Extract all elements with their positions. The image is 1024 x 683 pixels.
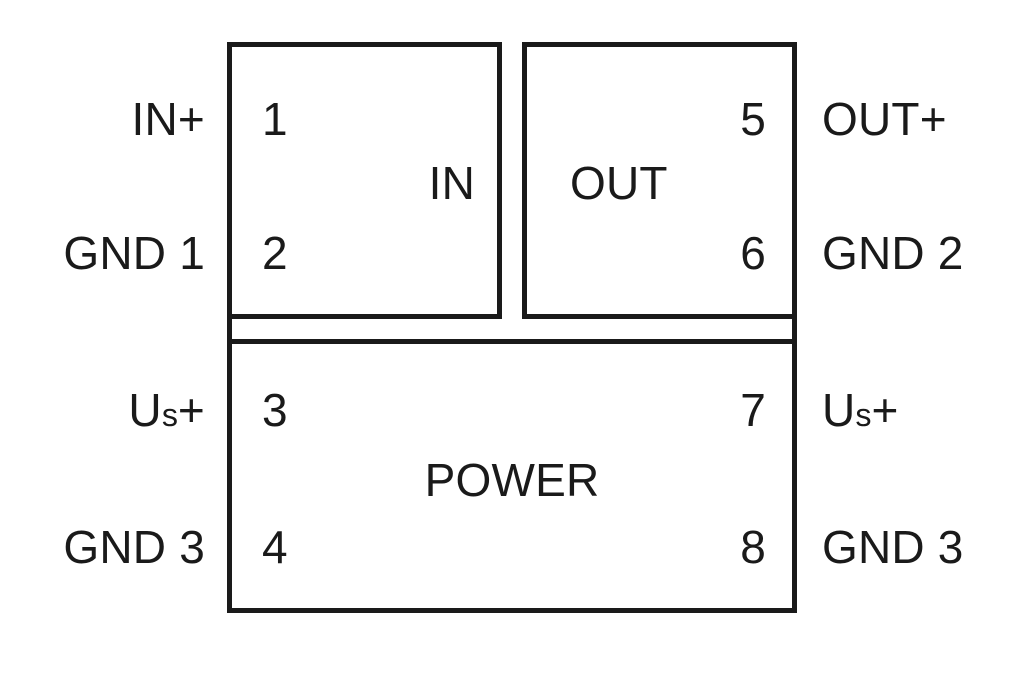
terminal-label-tail: 3 [924, 521, 964, 573]
block-in-rectangle [227, 42, 502, 319]
terminal-label-main: GND [63, 227, 167, 279]
terminal-label-main: U [128, 384, 162, 436]
pin-number-6: 6 [740, 227, 766, 279]
terminal-label-us-plus-left: Us+ [128, 387, 205, 433]
terminal-label-us-plus-right: Us+ [822, 387, 899, 433]
terminal-label-gnd-1: GND 1 [63, 230, 205, 276]
pin-number-8: 8 [740, 521, 766, 573]
terminal-label-main: GND [822, 521, 925, 573]
block-out-rectangle [522, 42, 797, 319]
terminal-label-gnd-3-left: GND 3 [63, 524, 205, 570]
terminal-label-main: GND [822, 227, 925, 279]
terminal-label-tail: 3 [166, 521, 205, 573]
terminal-label-tail: + [871, 384, 899, 436]
terminal-label-main: OUT [822, 93, 920, 145]
terminal-label-tail: + [919, 93, 947, 145]
pin-number-7: 7 [740, 384, 766, 436]
pin-number-5: 5 [740, 93, 766, 145]
pin-number-2: 2 [262, 227, 288, 279]
pin-number-4: 4 [262, 521, 288, 573]
terminal-label-sub: s [161, 397, 178, 433]
block-power-rectangle [227, 339, 797, 613]
terminal-label-tail: + [177, 93, 205, 145]
terminal-label-gnd-3-right: GND 3 [822, 524, 964, 570]
outer-left-rail [227, 314, 232, 344]
terminal-label-main: GND [63, 521, 167, 573]
terminal-label-out-plus: OUT+ [822, 96, 947, 142]
terminal-label-sub: s [855, 397, 872, 433]
pin-number-3: 3 [262, 384, 288, 436]
block-label-power: POWER [424, 454, 600, 506]
terminal-label-main: U [822, 384, 856, 436]
block-label-in: IN [428, 157, 475, 209]
terminal-label-tail: 2 [924, 227, 964, 279]
block-label-out: OUT [570, 157, 668, 209]
terminal-label-tail: 1 [166, 227, 205, 279]
outer-right-rail [792, 314, 797, 344]
terminal-label-main: IN [131, 93, 178, 145]
terminal-label-in-plus: IN+ [132, 96, 205, 142]
pin-number-1: 1 [262, 93, 288, 145]
terminal-label-tail: + [177, 384, 205, 436]
terminal-label-gnd-2: GND 2 [822, 230, 964, 276]
